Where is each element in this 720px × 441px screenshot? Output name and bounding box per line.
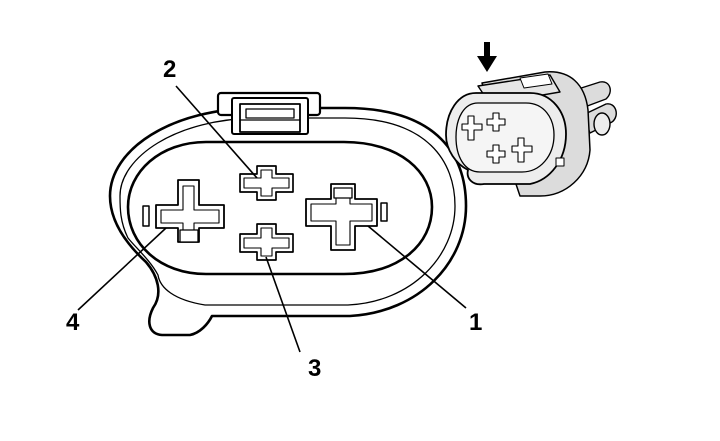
down-arrow-icon: [477, 42, 497, 72]
connector-face: [108, 91, 468, 337]
pin-1-terminal: [305, 183, 388, 251]
pin-4-label: 4: [66, 309, 80, 336]
connector-thumbnail: [445, 71, 617, 197]
connector-cavity: [126, 140, 434, 276]
leader-line-pin-2: [175, 85, 258, 179]
pin-2-label: 2: [163, 56, 177, 83]
leader-line-pin-1: [367, 225, 467, 309]
pin-3-terminal: [239, 223, 294, 261]
leader-line-pin-4: [77, 227, 167, 311]
leader-line-pin-3: [265, 256, 301, 353]
locking-latch: [216, 91, 322, 135]
pin-1-label: 1: [469, 309, 483, 336]
leader-lines: [77, 85, 467, 353]
pin-4-terminal: [142, 179, 225, 243]
pin-3-label: 3: [308, 355, 322, 382]
